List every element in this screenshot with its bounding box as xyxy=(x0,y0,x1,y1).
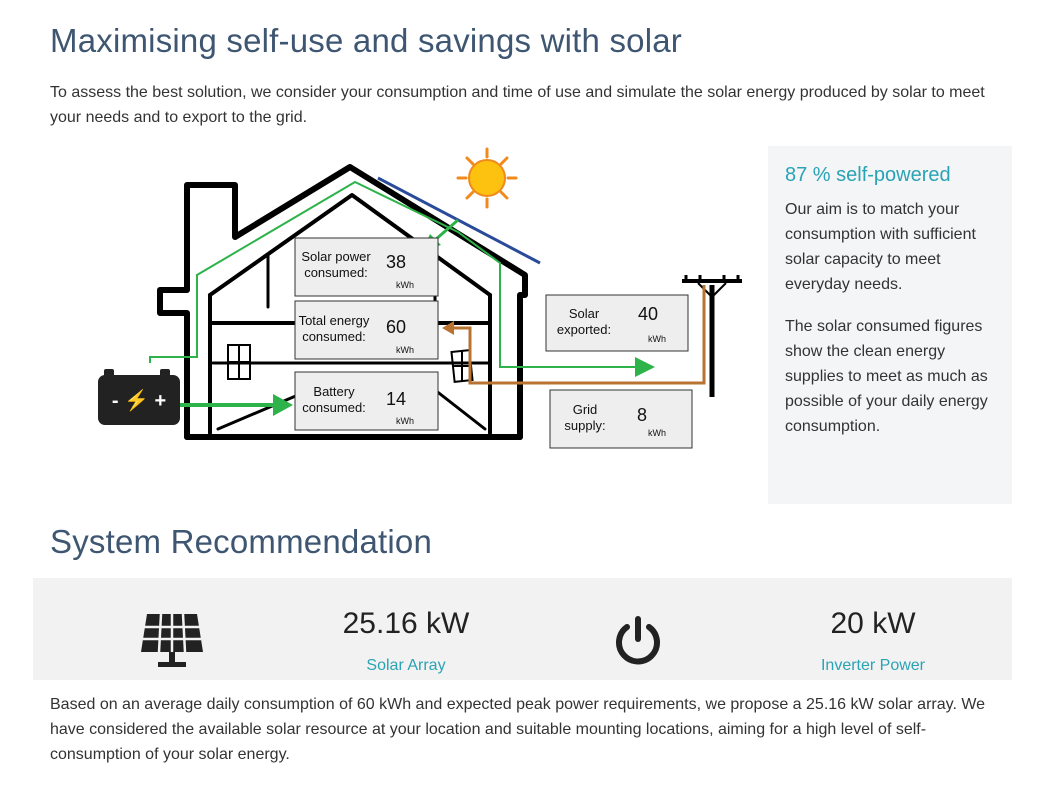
grid-supply-label-1: Grid xyxy=(573,402,598,417)
grid-supply-unit: kWh xyxy=(648,428,666,438)
total-consumed-box: Total energy consumed: 60 kWh xyxy=(294,300,439,360)
intro-text: To assess the best solution, we consider… xyxy=(50,84,985,126)
power-pole-icon xyxy=(682,275,742,397)
grid-flow-line xyxy=(442,285,706,385)
total-consumed-label-1: Total energy xyxy=(299,313,370,328)
page-title: Maximising self-use and savings with sol… xyxy=(50,22,682,59)
house-outline xyxy=(157,164,528,440)
battery-consumed-box: Battery consumed: 14 kWh xyxy=(294,371,439,431)
total-consumed-label-2: consumed: xyxy=(302,329,366,344)
inverter-label: Inverter Power xyxy=(820,657,926,674)
power-icon xyxy=(616,616,660,665)
battery-consumed-unit: kWh xyxy=(396,416,414,426)
sun-icon xyxy=(456,147,518,209)
total-consumed-unit: kWh xyxy=(396,345,414,355)
recommendation-title: System Recommendation xyxy=(50,523,433,560)
self-powered-title: 87 % self-powered xyxy=(785,164,951,186)
solar-exported-box: Solar exported: 40 kWh xyxy=(545,294,689,352)
solar-array-label: Solar Array xyxy=(366,657,446,674)
battery-symbol: - ⚡ + xyxy=(112,388,166,412)
solar-panel-icon xyxy=(141,613,203,667)
roof-solar-panel xyxy=(377,176,541,265)
grid-supply-value: 8 xyxy=(637,405,647,425)
solar-exported-value: 40 xyxy=(638,304,658,324)
battery-flow-arrow xyxy=(178,394,293,416)
solar-consumed-value: 38 xyxy=(386,252,406,272)
solar-consumed-unit: kWh xyxy=(396,280,414,290)
energy-flow-diagram: - ⚡ + Solar power consumed: 38 kWh Total… xyxy=(98,147,742,449)
battery-icon: - ⚡ + xyxy=(98,369,180,425)
panel-paragraph-1: Our aim is to match your consumption wit… xyxy=(785,201,976,293)
solar-exported-label-1: Solar xyxy=(569,306,600,321)
solar-consumed-label-1: Solar power xyxy=(301,249,371,264)
solar-consumed-label-2: consumed: xyxy=(304,265,368,280)
solar-exported-unit: kWh xyxy=(648,334,666,344)
inverter-value: 20 kW xyxy=(830,607,916,640)
solar-consumed-box: Solar power consumed: 38 kWh xyxy=(294,237,439,297)
battery-consumed-value: 14 xyxy=(386,389,406,409)
recommendation-band: 25.16 kW Solar Array 20 kW Inverter Powe… xyxy=(33,578,1012,680)
battery-consumed-label-2: consumed: xyxy=(302,400,366,415)
grid-supply-box: Grid supply: 8 kWh xyxy=(549,389,693,449)
window-left xyxy=(227,344,251,380)
self-powered-panel: 87 % self-powered Our aim is to match yo… xyxy=(768,146,1012,504)
solar-array-value: 25.16 kW xyxy=(342,607,470,640)
solar-exported-label-2: exported: xyxy=(557,322,611,337)
panel-paragraph-2: The solar consumed figures show the clea… xyxy=(785,318,988,435)
recommendation-description: Based on an average daily consumption of… xyxy=(50,696,986,763)
grid-supply-label-2: supply: xyxy=(564,418,605,433)
solar-flow-line xyxy=(149,180,655,377)
battery-consumed-label-1: Battery xyxy=(313,384,355,399)
total-consumed-value: 60 xyxy=(386,317,406,337)
